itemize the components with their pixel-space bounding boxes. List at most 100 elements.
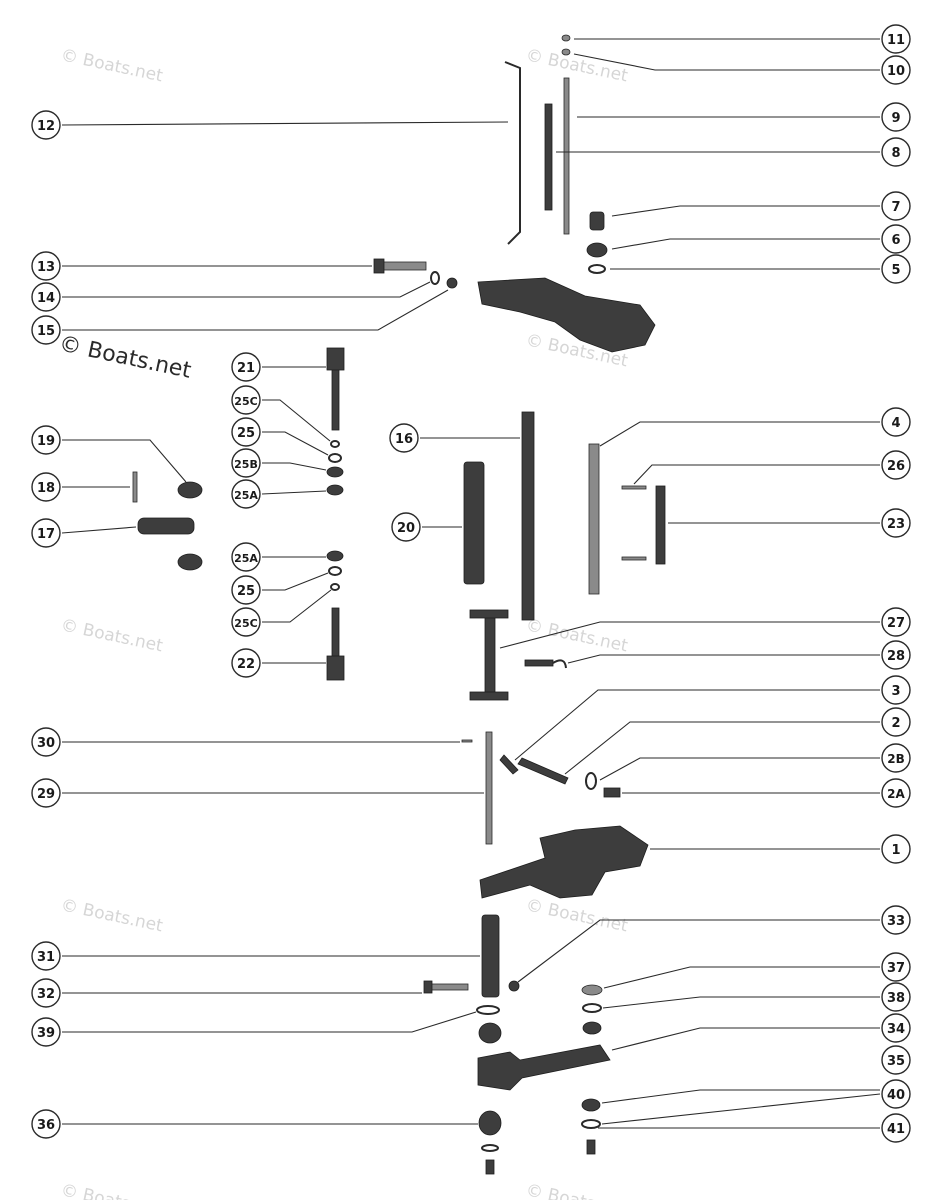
callout-label: 26 [887, 459, 905, 474]
part-35-nut [581, 1098, 601, 1112]
part-21-screw [331, 359, 340, 431]
part-14-washer [430, 271, 440, 285]
callout-label: 17 [37, 527, 55, 542]
callouts: 11 10 9 8 7 6 5 12 13 14 15 21 25C 25 25… [31, 24, 911, 1143]
callout-9: 9 [577, 102, 911, 132]
callout-25a: 25A [231, 479, 327, 509]
part-2b-washer [585, 772, 597, 790]
part-36-bushing [478, 1110, 502, 1136]
callout-13: 13 [31, 251, 372, 281]
part-2a-bolt [603, 787, 621, 798]
part-19-bushing [177, 481, 203, 499]
callout-label: 25A [234, 489, 258, 502]
part-5-washer [588, 264, 606, 274]
part-lower-washer [481, 1144, 499, 1152]
callout-26: 26 [633, 450, 911, 485]
callout-label: 35 [887, 1054, 905, 1069]
callout-25-lower: 25 [231, 572, 329, 605]
part-15-nut [446, 277, 458, 289]
watermark-text: © Boats.net [59, 1180, 165, 1200]
part-18-pin [132, 471, 138, 503]
part-37-cap [581, 984, 603, 996]
callout-label: 37 [887, 961, 905, 976]
part-9-rod [563, 77, 570, 235]
part-32-bolt [429, 983, 469, 991]
callout-label: 25B [234, 458, 258, 471]
callout-label: 8 [891, 146, 900, 161]
callout-2a: 2A [622, 778, 911, 808]
part-23-bar [655, 485, 666, 565]
part-25a-nut-lower [326, 550, 344, 562]
part-40-washer [581, 1119, 601, 1129]
part-25-washer [328, 453, 342, 463]
callout-14: 14 [31, 281, 431, 312]
callout-21: 21 [231, 352, 326, 382]
part-6-nut [586, 242, 608, 258]
callout-label: 16 [395, 432, 413, 447]
callout-label: 25C [234, 395, 257, 408]
callout-25: 25 [231, 417, 329, 456]
callout-label: 18 [37, 481, 55, 496]
callout-label: 32 [37, 987, 55, 1002]
callout-label: 27 [887, 616, 905, 631]
callout-label: 30 [37, 736, 55, 751]
part-41-screw [586, 1139, 596, 1155]
callout-label: 6 [891, 233, 900, 248]
part-12-bent-rod [504, 61, 521, 245]
callout-33: 33 [517, 905, 911, 983]
callout-label: 22 [237, 657, 255, 672]
callout-label: 28 [887, 649, 905, 664]
part-7-bushing [589, 211, 605, 231]
callout-32: 32 [31, 978, 422, 1008]
callout-7: 7 [611, 191, 911, 221]
callout-25c-lower: 25C [231, 589, 332, 637]
callout-label: 38 [887, 991, 905, 1006]
part-17-spring [137, 517, 195, 535]
callout-label: 2B [887, 752, 905, 766]
part-26-pin [621, 485, 647, 490]
callout-20: 20 [391, 512, 462, 542]
part-1-bracket [479, 825, 649, 899]
part-25-washer-lower [328, 566, 342, 576]
callout-19: 19 [31, 425, 187, 483]
callout-40: 40 [601, 1079, 911, 1125]
callout-1: 1 [650, 834, 911, 864]
callout-label: 20 [397, 521, 415, 536]
part-25c-ring-lower [330, 583, 340, 591]
callout-label: 15 [37, 324, 55, 339]
callout-label: 9 [891, 111, 900, 126]
part-27-spool-bottom [469, 691, 509, 701]
callout-22: 22 [231, 648, 326, 678]
callout-label: 31 [37, 950, 55, 965]
part-2-stud [517, 757, 569, 785]
callout-label: 10 [887, 64, 905, 79]
part-13-bolt-head [373, 258, 385, 274]
callout-label: 13 [37, 260, 55, 275]
part-39-washer [476, 1005, 500, 1015]
part-lower-bolt [485, 1159, 495, 1175]
callout-label: 3 [891, 684, 900, 699]
part-upper-bracket [477, 277, 656, 353]
callout-label: 34 [887, 1022, 905, 1037]
callout-2: 2 [564, 707, 911, 775]
callout-25a-lower: 25A [231, 542, 326, 572]
callout-15: 15 [31, 289, 449, 345]
callout-2b: 2B [599, 743, 911, 781]
part-11-nut [561, 34, 571, 42]
callout-label: 41 [887, 1122, 905, 1137]
callout-18: 18 [31, 472, 130, 502]
watermark-text: © Boats.net [59, 895, 165, 936]
part-29-rod [485, 731, 493, 845]
watermark-text: © Boats.net [59, 45, 165, 86]
part-30-pin [461, 739, 473, 743]
callout-12: 12 [31, 110, 509, 140]
part-34-arm [477, 1044, 611, 1091]
callout-10: 10 [573, 53, 911, 85]
part-22-screw-head [326, 655, 345, 681]
part-13-bolt [381, 261, 427, 271]
watermark-text: © Boats.net [524, 895, 630, 936]
watermark-text: © Boats.net [59, 615, 165, 656]
callout-label: 2 [891, 716, 900, 731]
part-20-tube [463, 461, 485, 585]
